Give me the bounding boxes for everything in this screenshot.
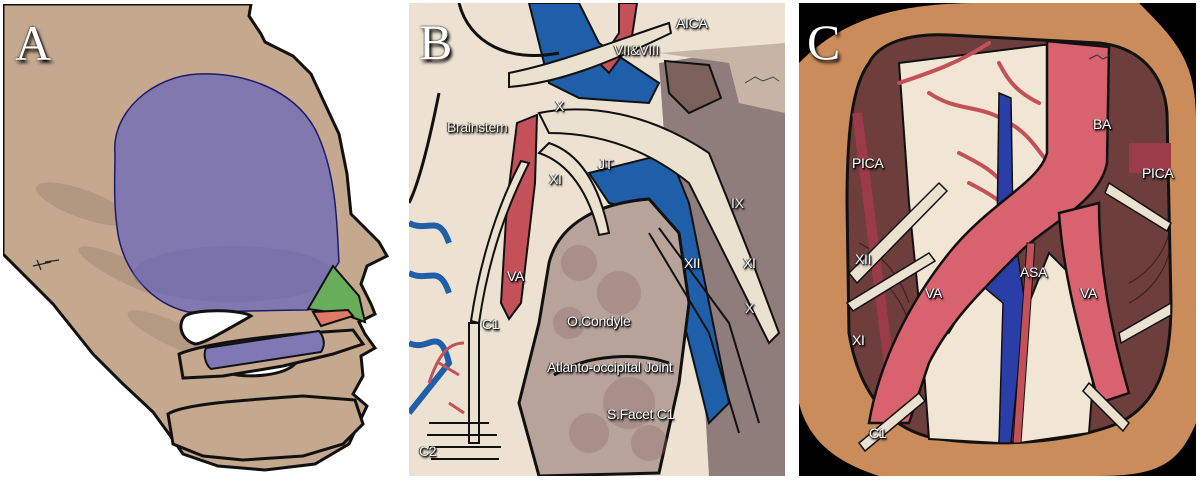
label-pica-right: PICA xyxy=(1142,165,1174,181)
label-x-upper: X xyxy=(555,98,565,114)
panel-letter-c: C xyxy=(807,14,841,70)
label-pica-left: PICA xyxy=(852,155,884,171)
panel-a-illustration xyxy=(3,4,390,472)
label-vii-viii: VII&VIII xyxy=(614,42,660,58)
label-c2: C2 xyxy=(419,443,437,459)
salmon-region xyxy=(311,308,355,328)
nerve-xii-left xyxy=(847,181,949,285)
artist-signature xyxy=(744,76,780,84)
artist-signature xyxy=(32,259,60,271)
purple-c1-region xyxy=(203,329,325,371)
label-aica: AICA xyxy=(676,15,708,31)
label-ix: IX xyxy=(731,195,744,211)
nerve-vii-viii xyxy=(508,21,673,89)
label-jt: JT xyxy=(598,156,613,172)
label-asa: ASA xyxy=(1020,264,1048,280)
label-atlanto-occipital-joint: Atlanto-occipital Joint xyxy=(547,359,673,375)
label-x-lower: X xyxy=(745,300,755,316)
label-c1: C1 xyxy=(869,425,887,441)
label-c1: C1 xyxy=(482,316,500,332)
nerve-bundle-jf xyxy=(537,108,781,345)
panel-letter-b: B xyxy=(419,14,453,70)
pica-left xyxy=(852,112,894,364)
label-s-facet-c1: S.Facet C1 xyxy=(607,406,675,422)
label-xii: XII xyxy=(684,255,701,271)
basilar-artery xyxy=(867,39,1111,425)
label-xi-lower: XI xyxy=(743,255,756,271)
label-brainstem: Brainstem xyxy=(447,119,508,135)
artist-signature xyxy=(1088,54,1112,60)
c2-vertebra xyxy=(166,394,365,462)
panel-b: B AICA VII&VIII X Brainstem JT XI IX XII… xyxy=(409,3,785,476)
vertebral-artery-right xyxy=(1057,201,1131,405)
label-o-condyle: O.Condyle xyxy=(567,313,631,329)
label-xi-upper: XI xyxy=(549,171,562,187)
label-va-left: VA xyxy=(925,285,943,301)
panel-c: C BA PICA PICA XII VA ASA VA XI C1 xyxy=(799,3,1196,476)
occipital-condyle xyxy=(517,197,691,476)
label-xi: XI xyxy=(852,332,865,348)
panel-c-illustration xyxy=(799,3,1196,476)
panel-a: A xyxy=(3,4,401,476)
anterior-spinal-artery xyxy=(1012,242,1036,444)
panel-b-illustration xyxy=(409,3,785,476)
label-xii: XII xyxy=(855,251,872,267)
label-ba: BA xyxy=(1093,116,1112,132)
purple-region xyxy=(113,73,340,313)
label-va: VA xyxy=(507,268,525,284)
pica-right xyxy=(1129,143,1171,173)
panel-letter-a: A xyxy=(15,15,52,71)
label-va-right: VA xyxy=(1080,285,1098,301)
